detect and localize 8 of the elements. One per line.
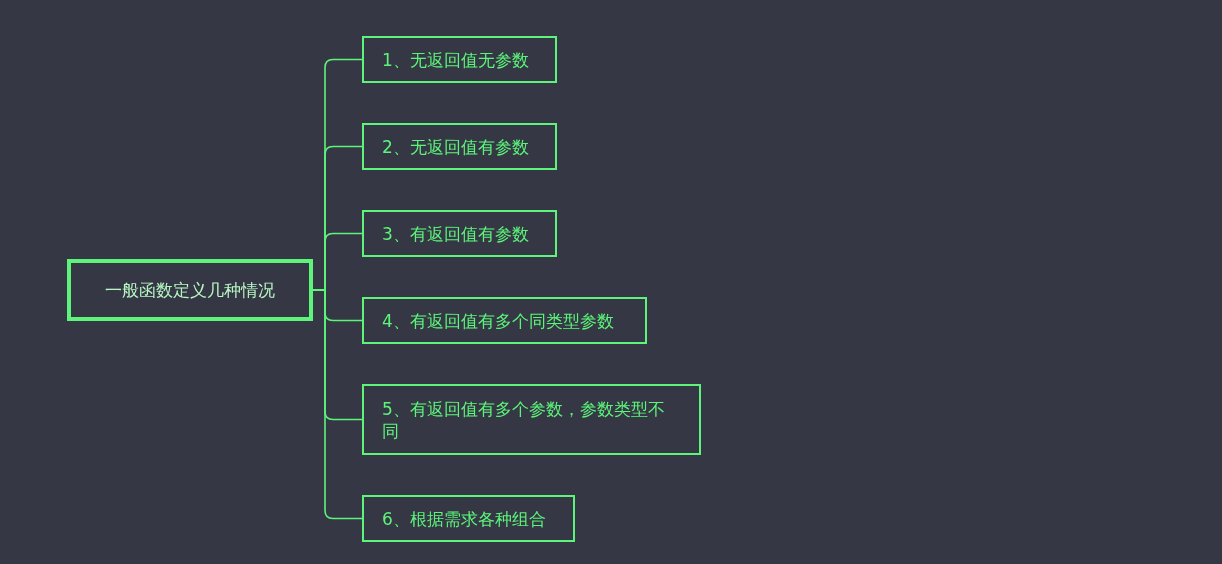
subtopic-box: 4、有返回值有多个同类型参数 xyxy=(362,297,647,344)
subtopic-box: 2、无返回值有参数 xyxy=(362,123,557,170)
subtopic-box: 1、无返回值无参数 xyxy=(362,36,557,83)
root-topic-box: 一般函数定义几种情况 xyxy=(67,259,313,321)
connector-line xyxy=(312,289,363,520)
subtopic-box: 3、有返回值有参数 xyxy=(362,210,557,257)
subtopic-box: 5、有返回值有多个参数，参数类型不同 xyxy=(362,384,701,455)
subtopic-box: 6、根据需求各种组合 xyxy=(362,495,575,542)
